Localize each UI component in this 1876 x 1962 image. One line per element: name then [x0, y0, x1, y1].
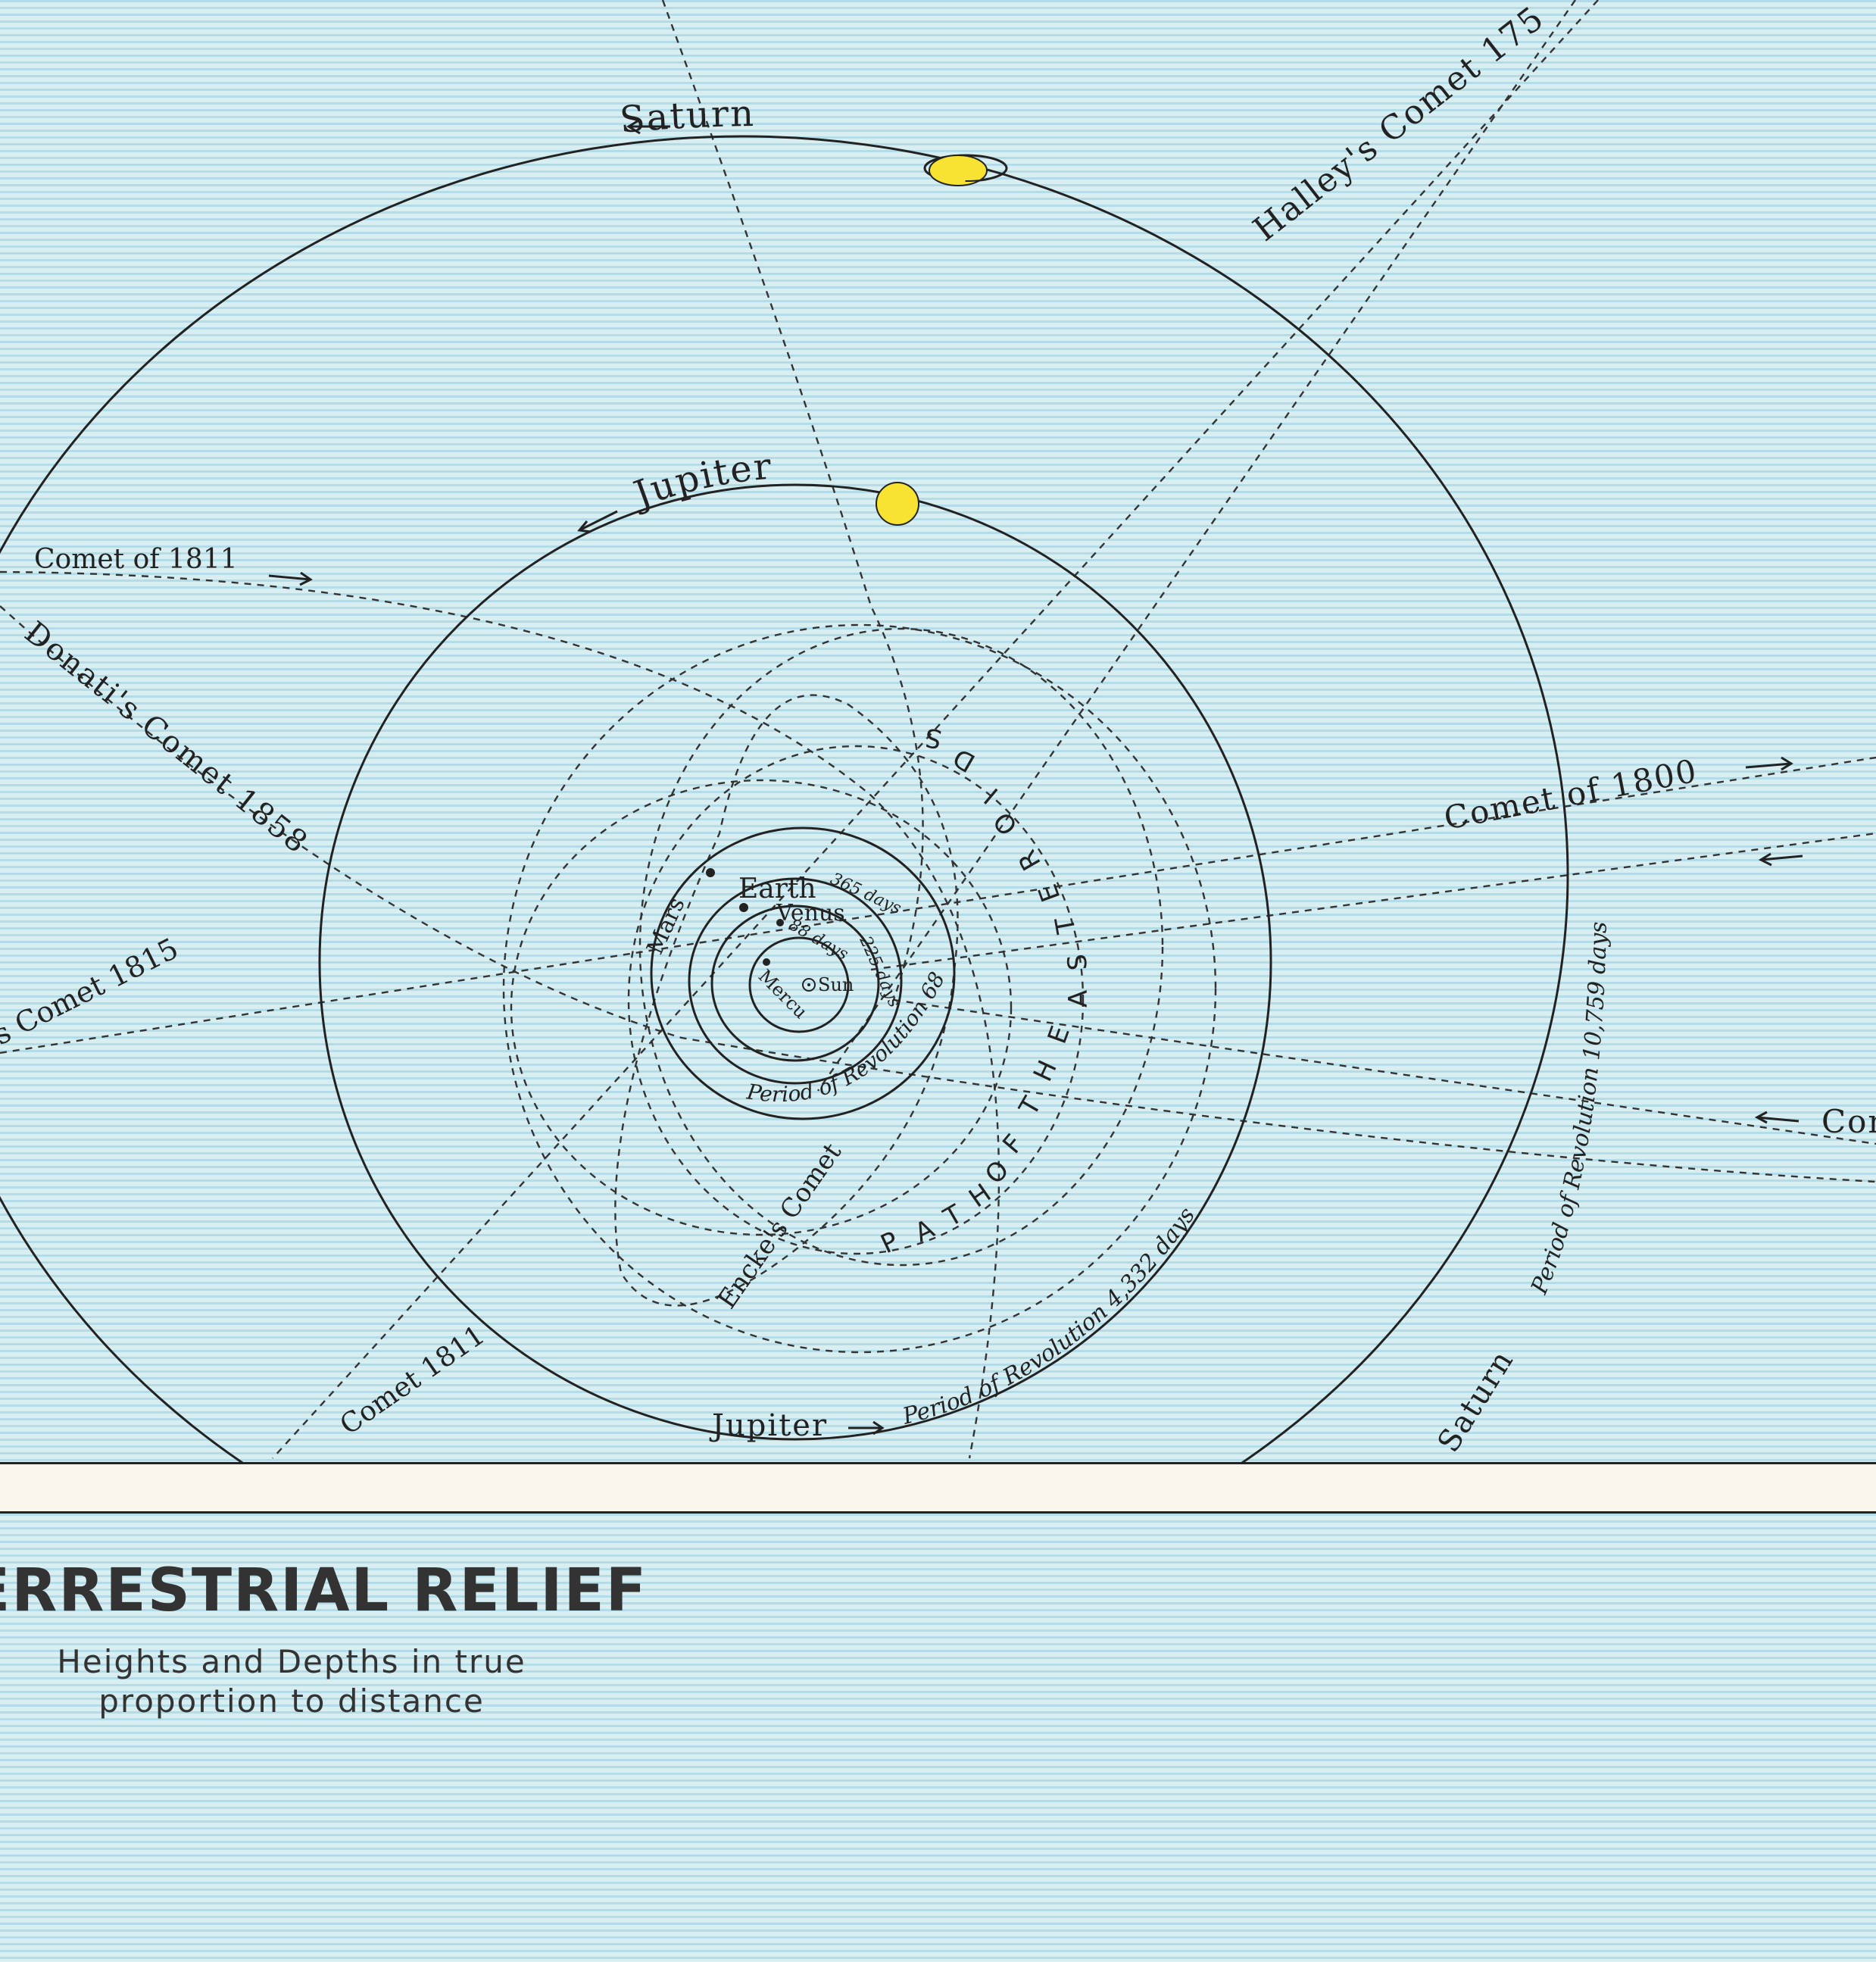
jupiter-period-label: Period of Revolution 4,332 days: [899, 1202, 1200, 1430]
sun-symbol: [802, 978, 816, 992]
jupiter-planet: [876, 482, 919, 526]
mercury-orbit: [748, 936, 850, 1033]
venus-orbit: [710, 904, 880, 1062]
comet-1800-path: [870, 832, 1876, 971]
arrow-left-icon: [577, 510, 618, 533]
saturn-planet: [923, 154, 1008, 186]
halleys-comet-path: [272, 0, 1599, 1459]
arrow-right-icon: [848, 1420, 885, 1436]
arrow-right-icon: [1745, 756, 1793, 771]
saturn-period-label: Period of Revolution 10,759 days: [1526, 921, 1612, 1298]
comet-1811-label-bottom: Comet 1811: [335, 1320, 491, 1441]
saturn-label-bottom: Saturn: [1431, 1344, 1521, 1459]
asteroid-belt-orbits: [502, 623, 1217, 1354]
earth-orbit: [688, 877, 903, 1085]
venus-days-label: 225 days: [855, 933, 904, 1010]
northern-comet-path: [661, 0, 924, 1001]
asteroid-path-letter: E: [1032, 879, 1067, 906]
asteroid-orbit-3: [638, 627, 1164, 1267]
asteroid-orbit-outer: [502, 623, 1217, 1354]
asteroid-orbit-1: [510, 779, 1013, 1236]
asteroid-path-letter: T: [1050, 914, 1083, 936]
saturn-label-top: Saturn: [618, 92, 755, 142]
asteroid-path-letter: T: [1013, 1091, 1049, 1122]
comet-right-edge-label: Com: [1821, 1103, 1876, 1140]
asteroid-path-letter: P: [876, 1225, 904, 1260]
jupiter-label-top: Jupiter: [625, 445, 774, 517]
halleys-comet-label: Halley's Comet 175: [1246, 0, 1551, 249]
comet-right-path: [893, 998, 1876, 1145]
arrow-left-icon: [626, 118, 670, 135]
planet-orbits: [0, 135, 1569, 1462]
mars-planet: [706, 868, 715, 877]
asteroid-path-letter: R: [1011, 843, 1047, 875]
earth-label: Earth: [738, 873, 816, 904]
subtitle-line-2: proportion to distance: [98, 1682, 485, 1720]
sun-label: Sun: [818, 974, 854, 995]
saturn-body: [929, 155, 988, 186]
enckes-comet-label: Encke's Comet: [712, 1137, 848, 1314]
asteroid-path-letter: H: [1028, 1054, 1064, 1086]
saturn-orbit: [0, 135, 1569, 1462]
mars-label: Mars: [641, 893, 690, 958]
donatis-comet-label: Donati's Comet 1858: [18, 615, 315, 861]
comet-paths: [0, 0, 1876, 1459]
asteroid-path-letter: S: [921, 721, 944, 754]
comet-1811-label-top: Comet of 1811: [34, 544, 238, 575]
comet-1800-label: Comet of 1800: [1441, 752, 1701, 837]
arrow-left-icon: [1758, 852, 1803, 867]
asteroid-path-letter: S: [1062, 951, 1094, 972]
page-title: ERRESTRIAL RELIEF: [0, 1557, 648, 1625]
jupiter-label-bottom: Jupiter: [709, 1408, 828, 1443]
solar-system-diagram: Saturn Jupiter Halley's Comet 175 Comet …: [0, 0, 1876, 1462]
arrow-left-icon: [1754, 1111, 1800, 1124]
page-subtitle: Heights and Depths in true proportion to…: [15, 1642, 568, 1721]
venus-planet: [776, 919, 784, 926]
asteroid-path-letter: A: [1063, 989, 1094, 1008]
venus-label: Venus: [776, 900, 845, 926]
mercury-planet: [763, 958, 770, 966]
asteroid-orbit-2: [627, 745, 1085, 1255]
asteroid-path-letter: A: [910, 1213, 941, 1248]
earth-planet: [739, 903, 748, 912]
jupiter-orbit: [318, 483, 1272, 1441]
halleys-comet-path-2: [817, 0, 1576, 1092]
mars-orbit: [650, 826, 956, 1120]
asteroid-path-letter: I: [978, 780, 1004, 809]
subtitle-line-1: Heights and Depths in true: [57, 1643, 526, 1680]
mercury-label: Mercury: [0, 0, 812, 1023]
donatis-comet-path: [0, 605, 1876, 1183]
enckes-comet-path: [614, 694, 959, 1307]
asteroid-path-letter: T: [938, 1198, 969, 1234]
asteroid-path-letter: O: [987, 804, 1024, 841]
arrow-right-icon: [268, 571, 313, 586]
divider-band: [0, 1462, 1876, 1514]
asteroid-path-letter: F: [997, 1128, 1031, 1160]
comet-1815-label: s Comet 1815: [0, 932, 183, 1051]
asteroid-path-letter: D: [947, 741, 980, 778]
direction-arrows: [268, 118, 1803, 1436]
